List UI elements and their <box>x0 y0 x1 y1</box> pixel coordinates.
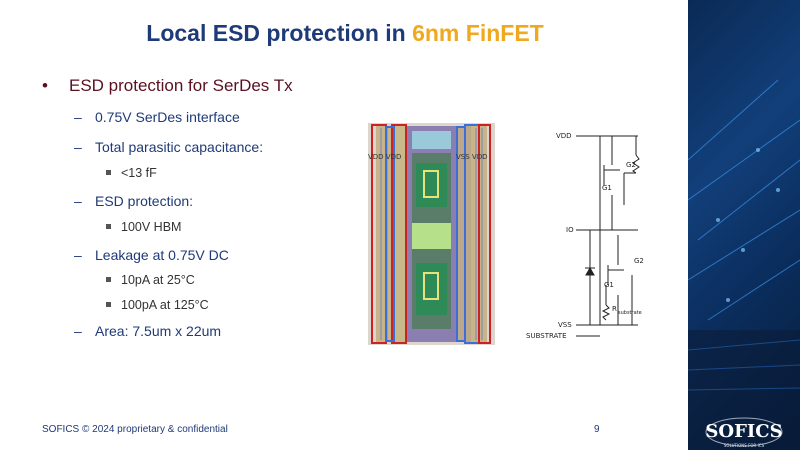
sub-sub-item-text: 100V HBM <box>121 220 182 234</box>
sub-sub-item-text: <13 fF <box>121 166 157 180</box>
rsub-label: R <box>612 305 617 313</box>
esd-schematic: VDD IO VSS SUBSTRATE G2 G1 G2 G1 R subst… <box>526 132 644 340</box>
circuit-background-image: SOFICS SOLUTIONS FOR ICS <box>688 79 800 450</box>
sofics-logo-subtext: SOLUTIONS FOR ICS <box>724 443 765 448</box>
substrate-label: SUBSTRATE <box>526 332 567 340</box>
sub-item-text: Area: 7.5um x 22um <box>95 323 222 339</box>
dash-icon: – <box>74 139 82 155</box>
sub-item-text: Total parasitic capacitance: <box>95 139 264 155</box>
sub-sub-item-text: 10pA at 25°C <box>121 273 195 287</box>
title-main: Local ESD protection in <box>146 20 413 46</box>
square-bullet-icon <box>106 224 111 229</box>
dash-icon: – <box>74 109 82 125</box>
io-label: IO <box>566 226 574 234</box>
sub-sub-item-text: 100pA at 125°C <box>121 298 209 312</box>
sofics-logo: SOFICS <box>705 421 782 442</box>
vdd-label: VDD <box>556 132 572 140</box>
g1-bottom-label: G1 <box>604 281 614 289</box>
bullet-dot-icon: • <box>42 76 48 95</box>
vss-label: VSS <box>558 321 572 329</box>
slide-title: Local ESD protection in 6nm FinFET <box>0 20 690 47</box>
footer-text: SOFICS © 2024 proprietary & confidential <box>42 424 228 435</box>
layout-label-right: VSS VDD <box>456 153 487 161</box>
square-bullet-icon <box>106 302 111 307</box>
sub-item-text: ESD protection: <box>95 193 194 209</box>
dash-icon: – <box>74 193 82 209</box>
g2-bottom-label: G2 <box>634 257 644 265</box>
dash-icon: – <box>74 323 82 339</box>
layout-label-left: VDD VDD <box>368 153 401 161</box>
g1-top-label: G1 <box>602 184 612 192</box>
square-bullet-icon <box>106 170 111 175</box>
dash-icon: – <box>74 247 82 263</box>
title-accent: 6nm FinFET <box>412 20 544 46</box>
square-bullet-icon <box>106 277 111 282</box>
decorative-side-panel: SOFICS SOLUTIONS FOR ICS <box>688 0 800 450</box>
sub-item-text: Leakage at 0.75V DC <box>95 247 229 263</box>
esd-layout-image: VDD VDD VSS VDD <box>368 123 495 345</box>
bullet-text: ESD protection for SerDes Tx <box>69 76 293 95</box>
sub-item-text: 0.75V SerDes interface <box>95 109 240 125</box>
g2-top-label: G2 <box>626 161 636 169</box>
rsub-subscript: substrate <box>618 310 642 316</box>
page-number: 9 <box>594 424 600 435</box>
